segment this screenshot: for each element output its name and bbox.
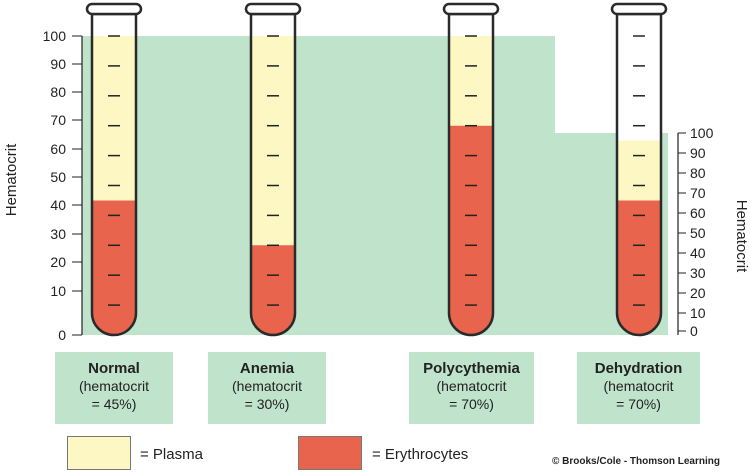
condition-hematocrit-line2: = 70%)	[616, 396, 661, 412]
tube-rim	[610, 2, 668, 16]
legend-erythrocytes-label: = Erythrocytes	[372, 446, 469, 463]
tube-outline	[615, 12, 663, 337]
left-tick-label: 10	[50, 283, 66, 299]
right-axis: 100 90 80 70 60 50 40 30 20 10 0 Hematoc…	[677, 125, 750, 339]
condition-name: Polycythemia	[423, 360, 520, 377]
left-tick-label: 50	[50, 169, 66, 185]
right-tick-label: 10	[690, 305, 706, 321]
tube-outline	[447, 12, 495, 337]
left-tick-label: 80	[50, 84, 66, 100]
left-tick-label: 40	[50, 197, 66, 213]
erythrocytes-layer	[617, 200, 661, 335]
left-tick-label: 20	[50, 254, 66, 270]
condition-name: Anemia	[239, 360, 295, 377]
label-normal: Normal (hematocrit = 45%)	[55, 352, 173, 424]
tube-rim	[442, 2, 500, 16]
tube-rim	[85, 2, 143, 16]
tube-rim	[244, 2, 302, 16]
left-tick-label: 30	[50, 226, 66, 242]
legend-plasma-label: = Plasma	[140, 446, 203, 463]
condition-hematocrit-line1: (hematocrit	[603, 378, 674, 394]
copyright-credit: © Brooks/Cole - Thomson Learning	[552, 456, 720, 467]
right-tick-label: 70	[690, 185, 706, 201]
test-tube-dehydration	[610, 2, 668, 337]
condition-hematocrit-line1: (hematocrit	[436, 378, 507, 394]
left-tick-label: 90	[50, 56, 66, 72]
tube-outline	[90, 12, 138, 337]
right-tick-label: 50	[690, 225, 706, 241]
condition-name: Normal	[88, 360, 140, 377]
left-tick-label: 0	[58, 327, 66, 343]
right-axis-title: Hematocrit	[733, 200, 750, 273]
legend-plasma-swatch	[67, 436, 131, 470]
right-tick-label: 80	[690, 165, 706, 181]
test-tube-normal	[85, 2, 143, 337]
right-tick-label: 30	[690, 265, 706, 281]
label-anemia: Anemia (hematocrit = 30%)	[208, 352, 326, 424]
condition-hematocrit-line2: = 45%)	[91, 396, 137, 412]
erythrocytes-layer	[251, 245, 295, 335]
erythrocytes-layer	[92, 200, 136, 335]
label-polycythemia: Polycythemia (hematocrit = 70%)	[409, 352, 534, 424]
condition-hematocrit-line1: (hematocrit	[78, 378, 150, 394]
right-tick-label: 60	[690, 205, 706, 221]
right-tick-label: 20	[690, 285, 706, 301]
right-tick-label: 100	[690, 125, 714, 141]
left-tick-label: 70	[50, 112, 66, 128]
right-tick-label: 0	[690, 323, 698, 339]
left-tick-label: 100	[43, 28, 67, 44]
left-axis: 100 90 80 70 60 50 40 30 20 10 0 Hematoc…	[3, 28, 83, 343]
test-tube-anemia	[244, 2, 302, 337]
legend-erythrocytes-swatch	[298, 436, 362, 470]
test-tube-polycythemia	[442, 2, 500, 337]
background-band	[82, 36, 668, 335]
left-tick-label: 60	[50, 141, 66, 157]
condition-hematocrit-line1: (hematocrit	[231, 378, 303, 394]
condition-name: Dehydration	[594, 360, 683, 377]
erythrocytes-layer	[449, 125, 493, 335]
tube-outline	[249, 12, 297, 337]
left-axis-title: Hematocrit	[3, 143, 20, 216]
right-tick-label: 40	[690, 245, 706, 261]
right-tick-label: 90	[690, 145, 706, 161]
test-tubes	[85, 2, 668, 337]
condition-hematocrit-line2: = 70%)	[449, 396, 494, 412]
label-dehydration: Dehydration (hematocrit = 70%)	[577, 352, 700, 424]
condition-hematocrit-line2: = 30%)	[244, 396, 290, 412]
